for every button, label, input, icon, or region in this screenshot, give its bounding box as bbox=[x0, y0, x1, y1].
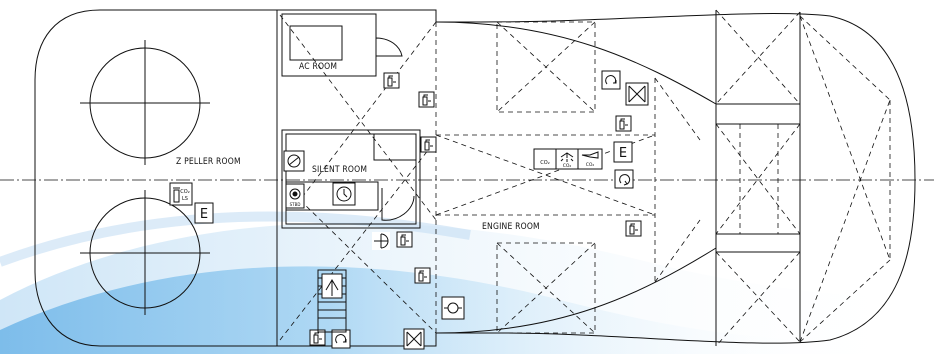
svg-text:E: E bbox=[619, 146, 627, 161]
svg-text:LS: LS bbox=[182, 196, 188, 202]
svg-text:CO₂: CO₂ bbox=[180, 189, 189, 195]
emergency-exit-e-icon: E bbox=[194, 202, 214, 224]
fire-hose-reel-icon bbox=[614, 169, 634, 189]
bow-section bbox=[715, 10, 801, 346]
sprinkler-co2-icon: CO₂ bbox=[577, 148, 603, 170]
ac-room-label: AC ROOM bbox=[299, 62, 337, 72]
bow-dashed-structure bbox=[715, 9, 891, 347]
escape-ladder-icon bbox=[317, 269, 347, 333]
co2-station-icon: CO₂ LS bbox=[169, 182, 193, 206]
breathing-apparatus-icon: STBD bbox=[285, 183, 305, 209]
fire-extinguisher-icon bbox=[420, 136, 437, 153]
fire-extinguisher-icon bbox=[625, 220, 642, 237]
emergency-exit-e-icon: E bbox=[613, 141, 633, 163]
fire-damper-icon bbox=[403, 328, 425, 350]
hull-outline bbox=[34, 9, 916, 347]
fire-extinguisher-icon bbox=[414, 267, 431, 284]
fire-detector-icon bbox=[332, 182, 356, 206]
ac-room bbox=[281, 13, 403, 77]
svg-text:CO₂: CO₂ bbox=[540, 160, 549, 166]
fire-hose-reel-icon bbox=[601, 70, 621, 90]
fire-pump-icon bbox=[283, 150, 305, 172]
z-peller-room bbox=[80, 10, 278, 346]
co2-station-icon: CO₂ bbox=[533, 148, 557, 170]
fire-extinguisher-icon bbox=[396, 231, 413, 248]
wave-decoration bbox=[0, 211, 934, 354]
fire-extinguisher-icon bbox=[418, 91, 435, 108]
svg-text:E: E bbox=[200, 207, 208, 222]
svg-text:CO₂: CO₂ bbox=[586, 162, 595, 168]
engine-room-label: ENGINE ROOM bbox=[482, 222, 540, 232]
svg-text:STBD: STBD bbox=[290, 202, 301, 207]
fire-hose-reel-icon bbox=[331, 329, 351, 349]
fire-extinguisher-icon bbox=[615, 115, 632, 132]
z-peller-room-label: Z PELLER ROOM bbox=[176, 157, 241, 167]
fire-extinguisher-icon bbox=[383, 72, 400, 89]
fire-damper-icon bbox=[625, 82, 649, 106]
fire-pump-icon bbox=[441, 296, 465, 320]
engine-room-structure bbox=[279, 14, 701, 341]
silent-room bbox=[281, 129, 421, 229]
sprinkler-co2-icon: CO₂ bbox=[555, 148, 579, 170]
fire-hydrant-valve-icon bbox=[372, 232, 390, 250]
svg-text:CO₂: CO₂ bbox=[563, 163, 572, 169]
silent-room-label: SILENT ROOM bbox=[312, 165, 367, 175]
